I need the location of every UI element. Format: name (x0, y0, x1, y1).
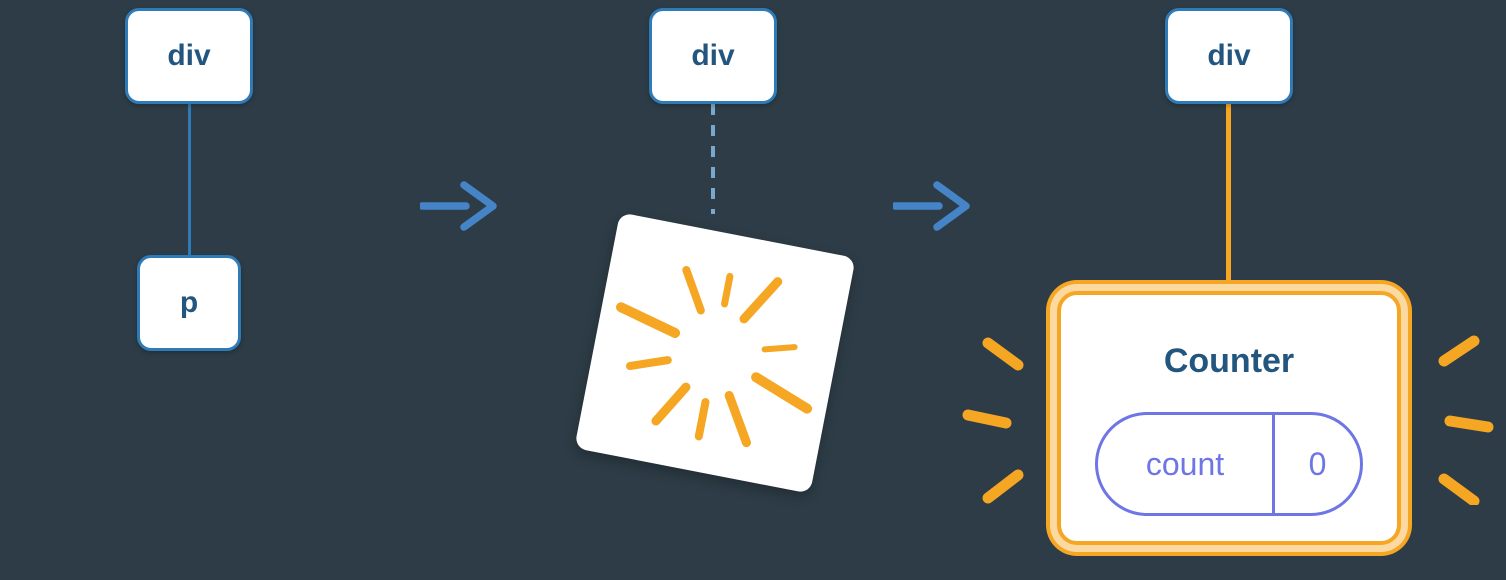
poof-ray (761, 344, 798, 353)
sparkle-ray (1438, 473, 1480, 505)
poof-ray (625, 356, 672, 371)
sparkle-rays-right-icon (1438, 335, 1494, 505)
poof-ray (739, 277, 783, 324)
dom-node-div-during: div (649, 8, 777, 104)
node-label-div-after: div (1207, 39, 1251, 72)
sparkle-ray (962, 409, 1012, 429)
state-key-label: count (1145, 445, 1225, 482)
poof-ray (682, 266, 705, 315)
sparkle-ray (982, 469, 1024, 504)
arrow-right-icon (420, 181, 497, 231)
state-value-cell: 0 (1272, 415, 1360, 513)
node-label-p: p (179, 286, 199, 319)
sparkle-rays-left-icon (962, 337, 1024, 504)
dom-node-div-before: div (125, 8, 253, 104)
sparkle-ray (1444, 415, 1494, 433)
component-title: Counter (1163, 342, 1295, 380)
node-label-div-during: div (691, 39, 735, 72)
dom-node-div-after: div (1165, 8, 1293, 104)
tree-edge-before (188, 100, 191, 258)
state-key-cell: count (1098, 415, 1272, 513)
sparkle-ray (982, 337, 1024, 371)
poof-ray (751, 372, 813, 414)
poof-ray (724, 390, 751, 448)
poof-burst-icon (616, 266, 813, 448)
poof-ray (616, 302, 681, 339)
poof-ray (721, 272, 734, 308)
deleted-node-card (574, 212, 856, 494)
poof-ray (694, 398, 710, 441)
arrow-head (460, 181, 497, 231)
poof-ray (651, 382, 691, 426)
arrow-right-icon (893, 181, 970, 231)
counter-component-card: Counter count 0 (1057, 291, 1401, 545)
tree-edge-new (1226, 100, 1231, 280)
tree-edge-dashed (711, 104, 715, 214)
arrow-head (933, 181, 970, 231)
dom-node-p: p (137, 255, 241, 351)
state-value-label: 0 (1308, 445, 1327, 482)
node-label-div-before: div (167, 39, 211, 72)
state-pill: count 0 (1095, 412, 1363, 516)
sparkle-ray (1438, 335, 1480, 367)
